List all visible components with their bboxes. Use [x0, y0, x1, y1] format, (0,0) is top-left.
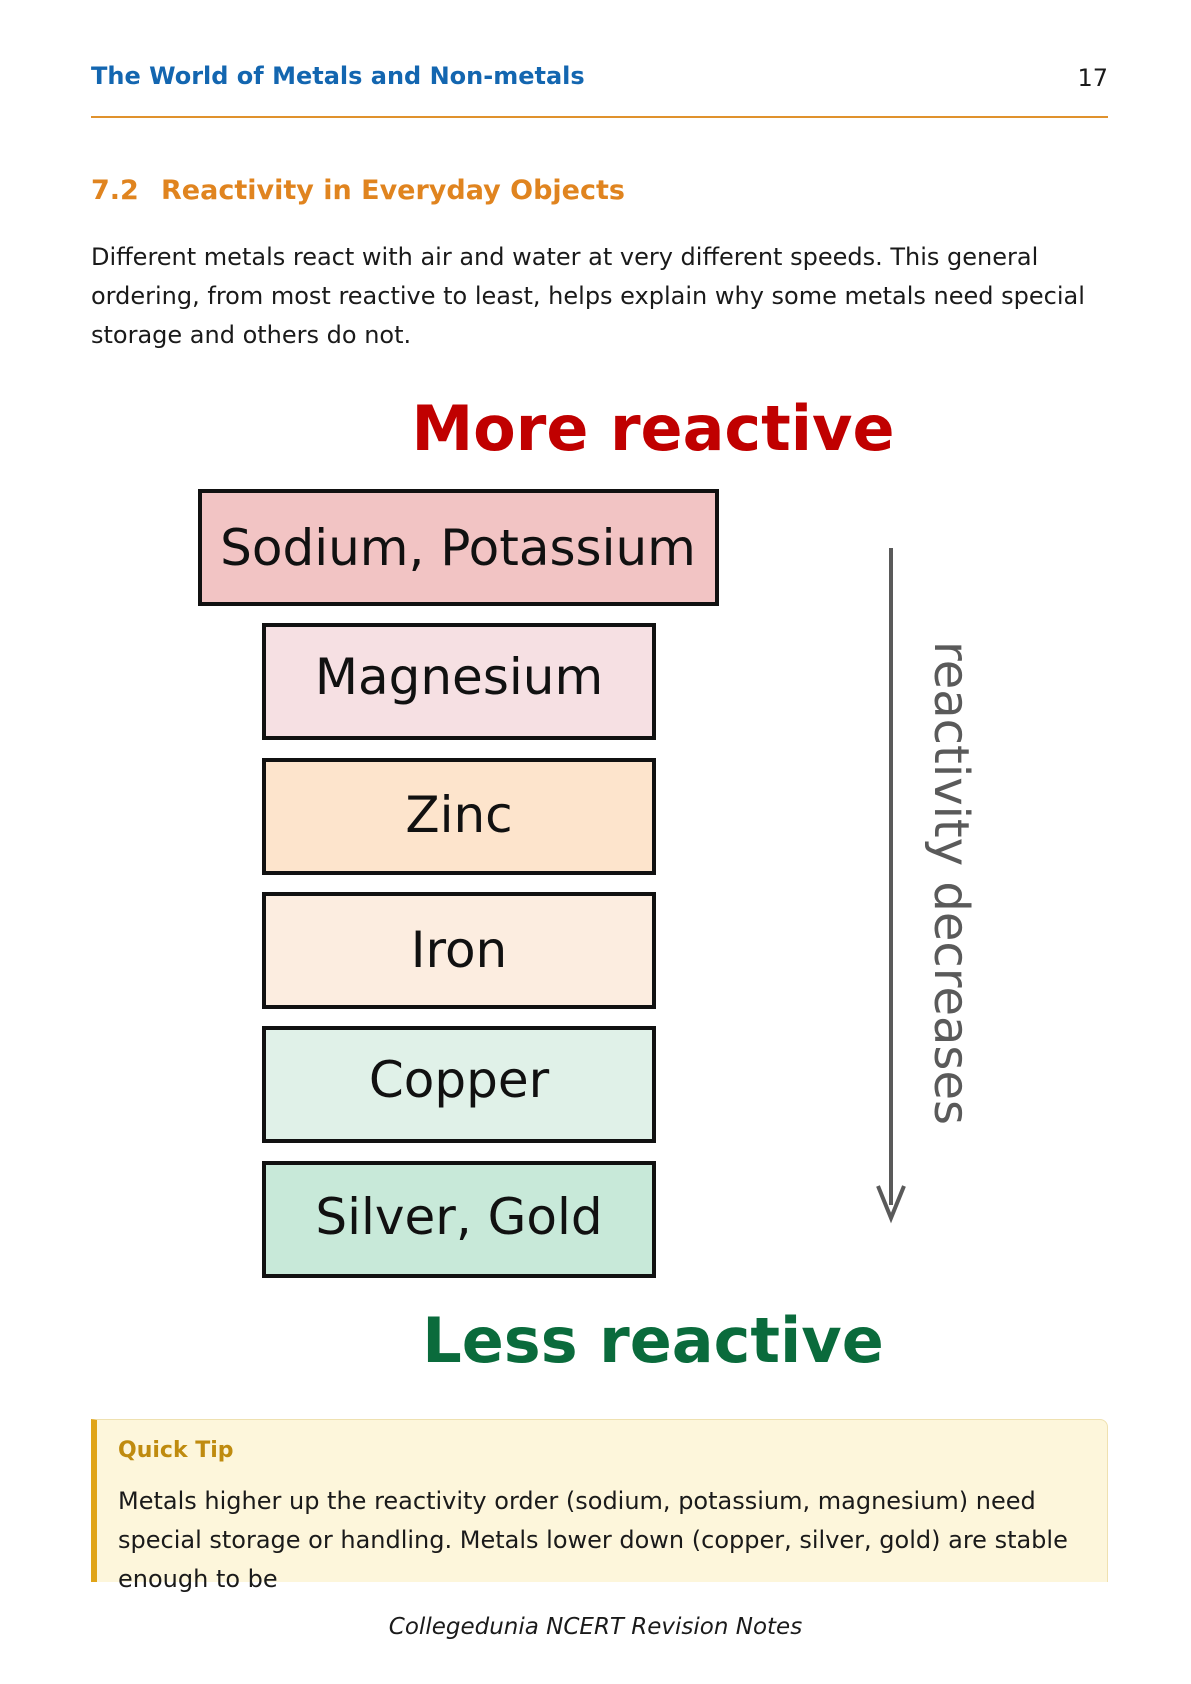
metal-box-fill — [262, 892, 656, 1009]
arrow-head-icon — [876, 1185, 906, 1224]
section-title: Reactivity in Everyday Objects — [161, 175, 625, 206]
metal-box-fill — [198, 489, 719, 606]
metal-label: Zinc — [405, 786, 512, 844]
metal-box-copper: Copper — [262, 1026, 656, 1143]
reactivity-series-diagram: More reactive Sodium, Potassium Magnesiu… — [198, 392, 979, 1377]
reactivity-arrow — [876, 548, 906, 1224]
less-reactive-label: Less reactive — [422, 1304, 884, 1377]
metal-box-magnesium: Magnesium — [262, 623, 656, 740]
intro-paragraph: Different metals react with air and wate… — [91, 243, 1085, 349]
metal-box-silver-gold: Silver, Gold — [262, 1161, 656, 1278]
running-title: The World of Metals and Non-metals — [91, 62, 585, 90]
metal-label: Copper — [369, 1051, 550, 1109]
page-number: 17 — [1077, 64, 1108, 92]
metal-box-zinc: Zinc — [262, 758, 656, 875]
metal-box-iron: Iron — [262, 892, 656, 1009]
metal-label: Silver, Gold — [315, 1188, 602, 1246]
metal-label: Iron — [411, 921, 507, 979]
metal-box-sodium-potassium: Sodium, Potassium — [198, 489, 719, 606]
metal-box-fill — [262, 623, 656, 740]
callout-title: Quick Tip — [118, 1438, 234, 1463]
section-number: 7.2 — [91, 175, 139, 206]
callout-body: Metals higher up the reactivity order (s… — [118, 1487, 1068, 1593]
metal-box-fill — [262, 1161, 656, 1278]
arrow-label: reactivity decreases — [923, 641, 979, 1125]
metal-box-fill — [262, 758, 656, 875]
page-footer: Collegedunia NCERT Revision Notes — [388, 1614, 803, 1640]
more-reactive-label: More reactive — [411, 392, 894, 465]
metal-label: Magnesium — [315, 648, 603, 706]
header-divider — [91, 116, 1108, 118]
section-heading: 7.2 Reactivity in Everyday Objects — [91, 175, 625, 206]
metal-label: Sodium, Potassium — [220, 519, 696, 577]
metal-box-fill — [262, 1026, 656, 1143]
quick-tip-callout: Quick Tip Metals higher up the reactivit… — [91, 1419, 1108, 1593]
